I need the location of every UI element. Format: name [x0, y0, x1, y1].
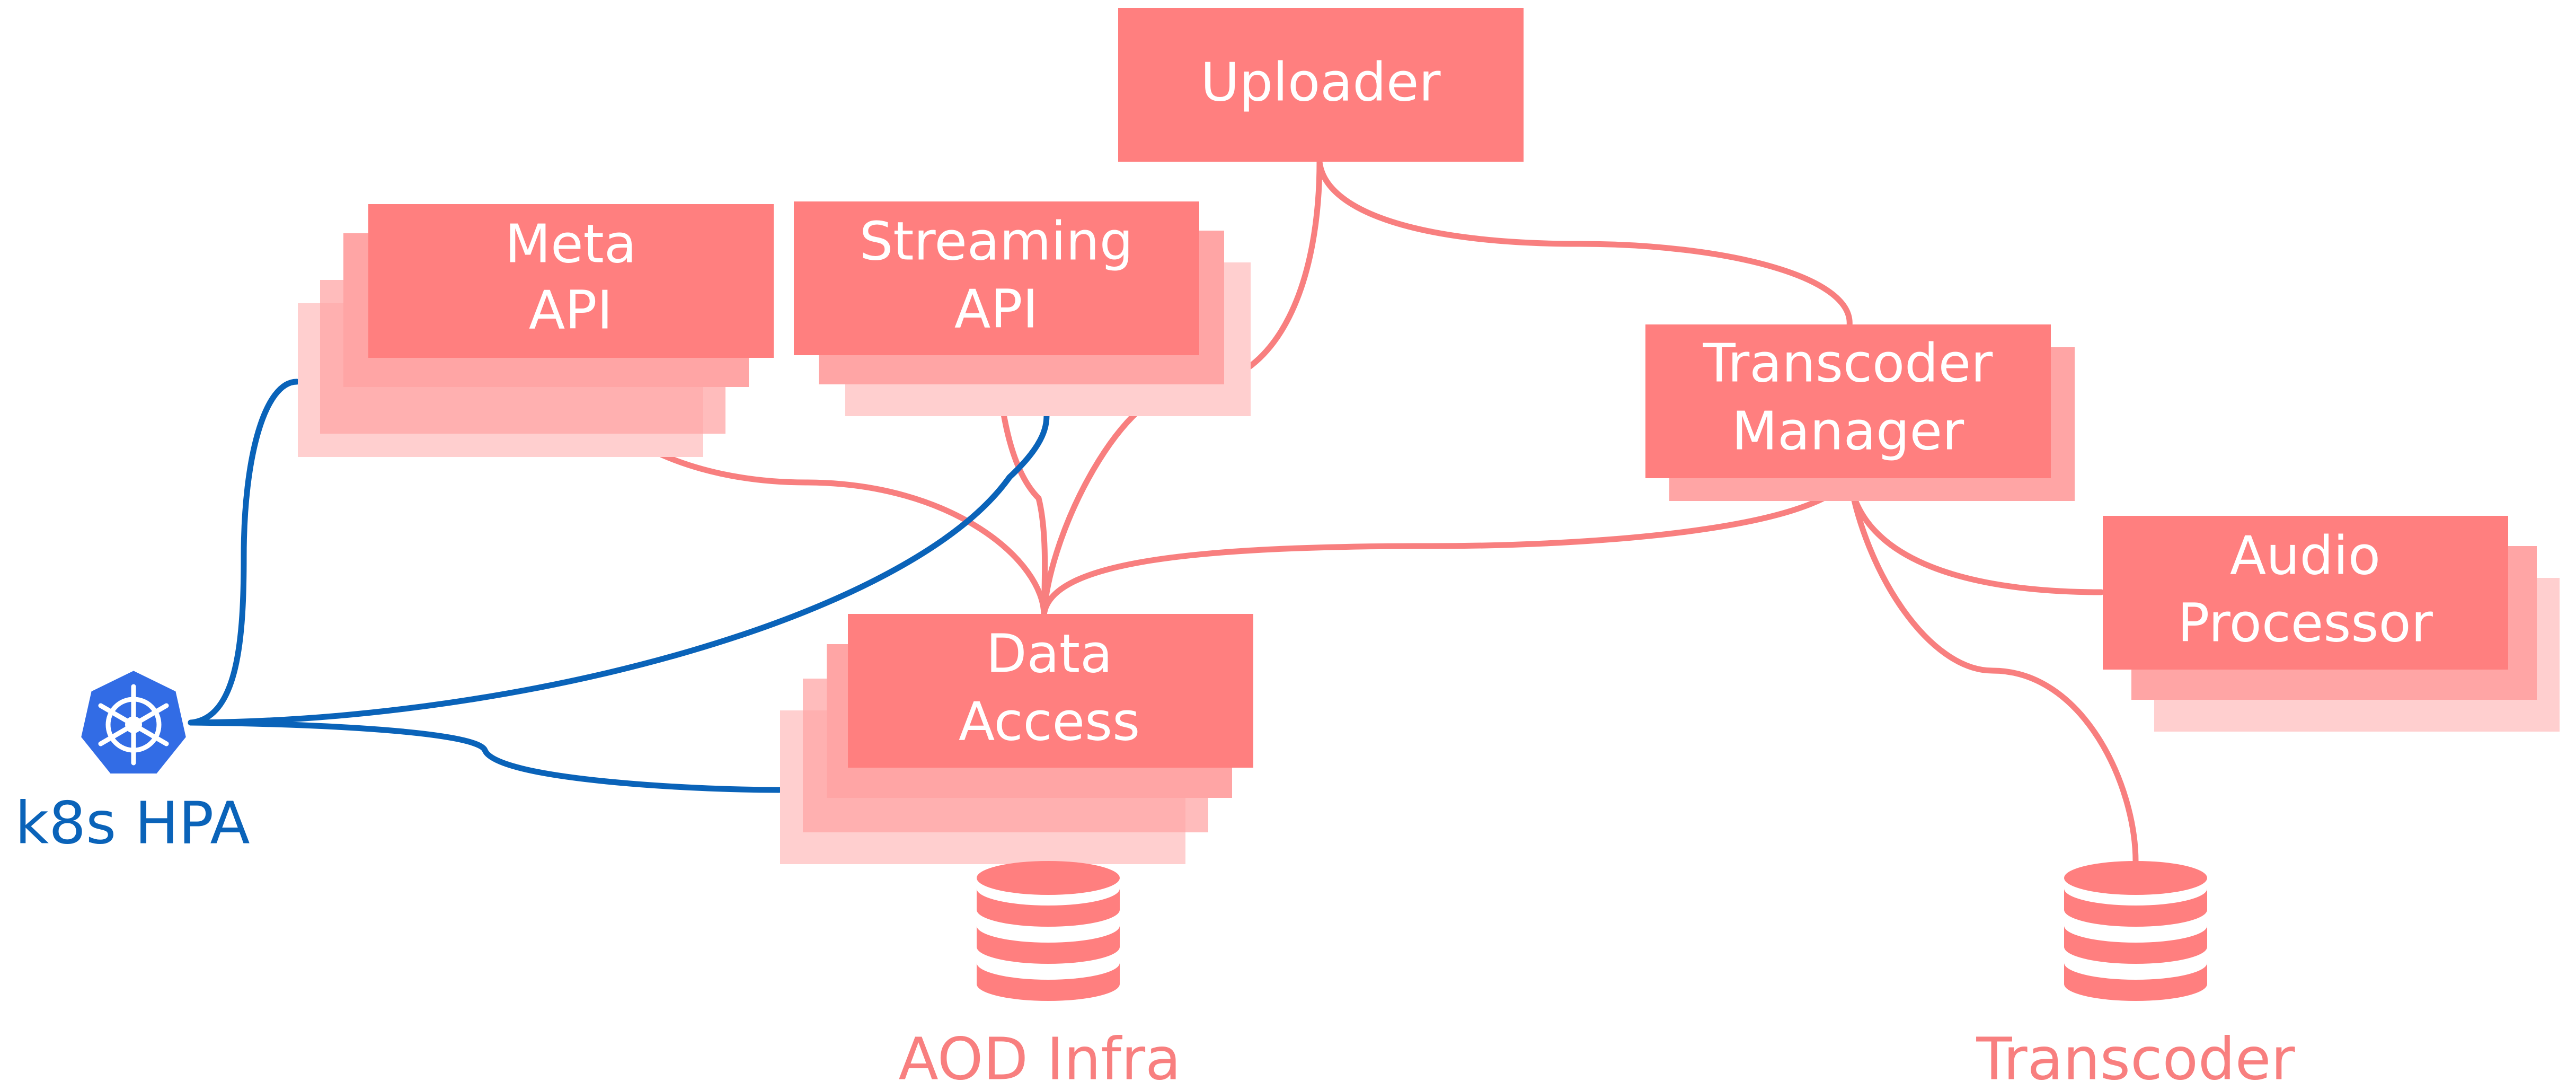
audio-processor-label-line2: Processor: [2177, 592, 2433, 654]
uploader-node: Uploader: [1118, 8, 1524, 162]
streaming-api-node: Streaming API: [794, 201, 1251, 416]
kubernetes-icon: [77, 667, 190, 777]
hpa-link-data-access: [188, 719, 782, 793]
link-transcoder-manager-to-transcoder-db: [1846, 474, 2139, 865]
streaming-api-label-line2: API: [954, 278, 1038, 340]
transcoder-db: Transcoder: [1976, 861, 2295, 1090]
meta-api-label-line1: Meta: [505, 213, 636, 275]
audio-processor-box: [2103, 516, 2508, 670]
k8s-hpa-label: k8s HPA: [15, 789, 250, 857]
audio-processor-node: Audio Processor: [2103, 516, 2560, 732]
audio-processor-label-line1: Audio: [2230, 524, 2380, 586]
database-icon: [977, 861, 1120, 1001]
uploader-box: [1118, 8, 1524, 162]
transcoder-manager-node: Transcoder Manager: [1645, 324, 2075, 501]
uploader-label: Uploader: [1200, 51, 1441, 113]
meta-api-label-line2: API: [529, 279, 613, 341]
hpa-link-streaming-api: [188, 410, 1050, 726]
link-uploader-to-transcoder-manager: [1316, 159, 1853, 329]
transcoder-manager-label-line1: Transcoder: [1703, 332, 1993, 394]
transcoder-manager-box: [1645, 324, 2051, 478]
transcoder-db-label: Transcoder: [1976, 1025, 2295, 1087]
streaming-api-box: [794, 201, 1199, 355]
data-access-node: Data Access: [780, 614, 1253, 864]
aod-infra-label: AOD Infra: [898, 1025, 1181, 1087]
data-access-label-line1: Data: [986, 622, 1113, 684]
meta-api-node: Meta API: [298, 204, 774, 457]
hpa-link-meta-api: [188, 379, 300, 726]
data-access-label-line2: Access: [959, 690, 1140, 752]
database-icon: [2064, 861, 2207, 1001]
aod-infra-db: AOD Infra: [898, 861, 1181, 1090]
transcoder-manager-label-line2: Manager: [1732, 400, 1964, 462]
meta-api-box: [368, 204, 774, 358]
data-access-box: [848, 614, 1253, 768]
link-transcoder-manager-to-audio-processor: [1846, 474, 2104, 595]
streaming-api-label-line1: Streaming: [860, 210, 1133, 272]
link-transcoder-manager-to-data-access: [1041, 474, 1853, 618]
k8s-hpa: k8s HPA: [15, 667, 250, 857]
hpa-connectors: [188, 379, 1050, 793]
